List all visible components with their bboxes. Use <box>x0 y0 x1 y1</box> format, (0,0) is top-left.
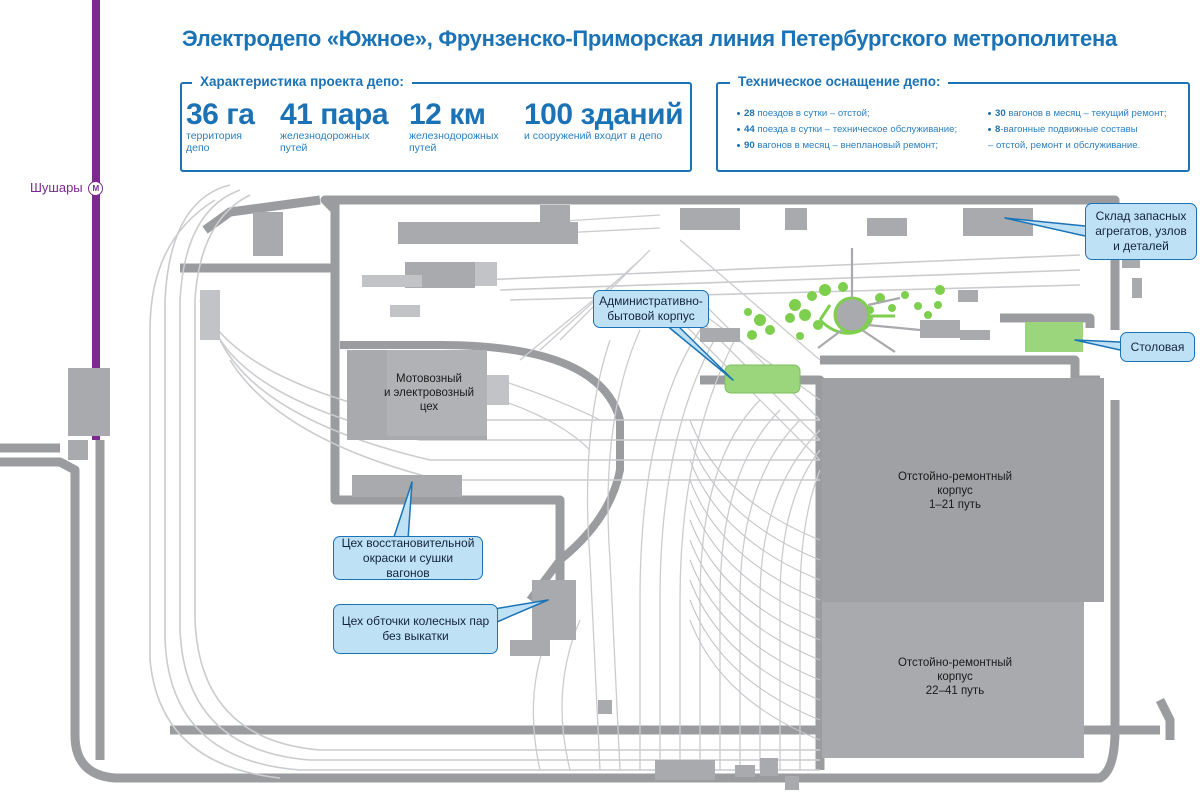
bullet-icon <box>737 111 740 115</box>
hall-22-41 <box>822 602 1084 758</box>
canteen-callout: Столовая <box>1120 332 1195 362</box>
tech-item: – отстой, ремонт и обслуживание. <box>988 140 1141 151</box>
depot-buildings <box>200 205 1142 790</box>
tech-item: 8-вагонные подвижные составы <box>988 124 1138 135</box>
metro-icon: М <box>88 181 104 197</box>
callout-pointers <box>392 217 1121 626</box>
project-panel <box>180 82 692 172</box>
stat-caption: железнодорожных путей <box>409 130 499 154</box>
hall-1-21-label: Отстойно-ремонтный корпус 1–21 путь <box>897 471 1013 511</box>
bullet-icon <box>737 127 740 131</box>
wheel-shop-callout: Цех обточки колесных пар без выкатки <box>333 604 498 654</box>
stat-buildings: 100 зданий и сооружений входит в депо <box>524 98 684 143</box>
station-label: Шушары М <box>30 180 104 197</box>
stat-caption: и сооружений входит в депо <box>524 130 663 142</box>
fan-tracks-dense <box>689 419 821 741</box>
stat-value: 100 зданий <box>524 98 684 131</box>
station-building <box>68 368 110 436</box>
paint-shop-callout: Цех восстановительной окраски и сушки ва… <box>333 536 483 580</box>
project-panel-heading: Характеристика проекта депо: <box>192 74 412 89</box>
station-name: Шушары <box>30 180 83 195</box>
fountain <box>833 296 871 334</box>
stat-track-length: 12 км железнодорожных путей <box>409 98 499 155</box>
admin-building <box>724 364 801 394</box>
admin-callout: Административно- бытовой корпус <box>593 290 709 328</box>
metro-line <box>92 0 100 440</box>
tech-item: 30 вагонов в месяц – текущий ремонт; <box>988 108 1167 119</box>
stat-area: 36 га территория депо <box>186 98 255 155</box>
canteen-building <box>1025 322 1083 352</box>
motor-depot-label: Мотовозный и электровозный цех <box>383 373 475 413</box>
tech-panel-heading: Техническое оснащение депо: <box>730 74 949 89</box>
bullet-icon <box>737 143 740 147</box>
stat-value: 41 пара <box>280 98 389 131</box>
loop-road <box>340 341 624 603</box>
park-alleys <box>817 248 921 353</box>
stat-value: 12 км <box>409 98 486 131</box>
stat-caption: железнодорожных путей <box>280 130 370 154</box>
tech-item: 90 вагонов в месяц – внеплановый ремонт; <box>737 140 938 151</box>
stat-value: 36 га <box>186 98 255 131</box>
stat-caption: территория депо <box>186 130 242 154</box>
hall-1-21 <box>822 378 1104 602</box>
bullet-icon <box>988 111 991 115</box>
bullet-icon <box>988 127 991 131</box>
tech-panel <box>716 82 1190 172</box>
page-title: Электродепо «Южное», Фрунзенско-Приморск… <box>182 26 1117 51</box>
stat-tracks-pairs: 41 пара железнодорожных путей <box>280 98 389 155</box>
station-annex <box>68 440 88 460</box>
warehouse-callout: Склад запасных агрегатов, узлов и детале… <box>1085 203 1197 260</box>
park <box>744 282 945 340</box>
hall-22-41-label: Отстойно-ремонтный корпус 22–41 путь <box>897 657 1013 697</box>
tech-item: 28 поездов в сутки – отстой; <box>737 108 870 119</box>
tech-item: 44 поезда в сутки – техническое обслужив… <box>737 124 957 135</box>
